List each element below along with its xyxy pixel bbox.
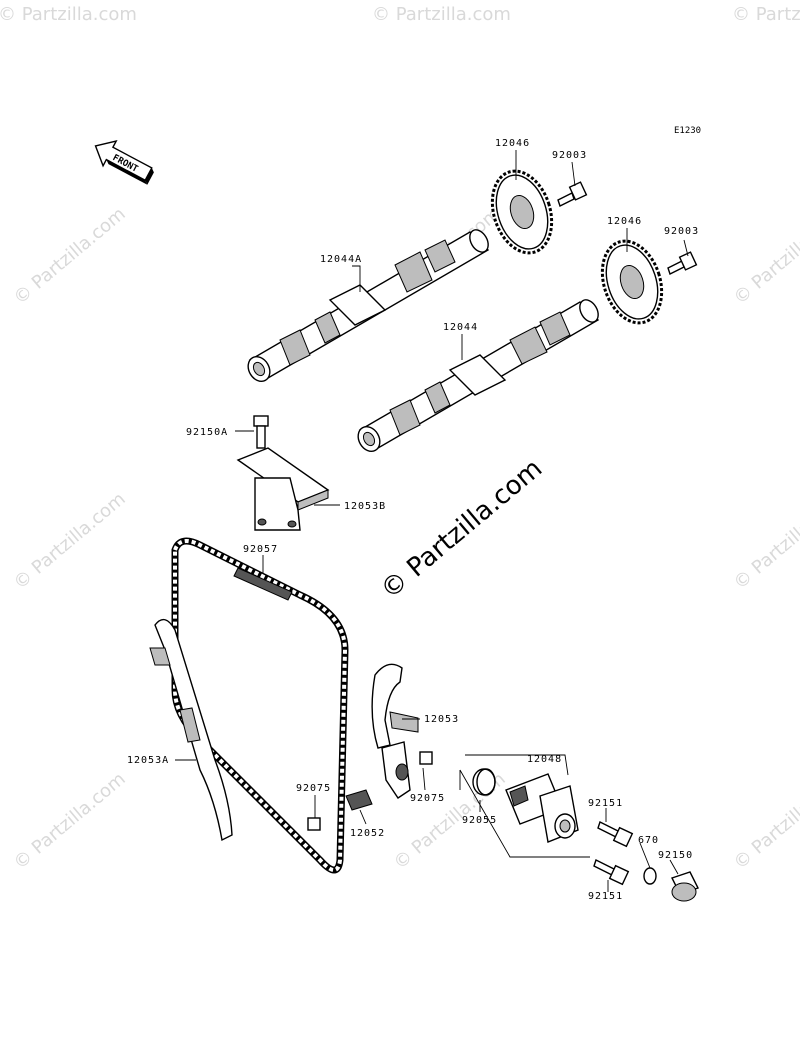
- watermark-text: © Partzilla.com: [10, 488, 130, 593]
- bolt-92151-a: [597, 821, 634, 848]
- diagram-code: E1230: [674, 126, 701, 136]
- label-12048: 12048: [527, 754, 562, 765]
- cam-sprocket-12046-a: [490, 169, 554, 255]
- label-92057: 92057: [243, 544, 278, 555]
- label-12052: 12052: [350, 828, 385, 839]
- bolt-92003-b: [667, 251, 698, 275]
- camshaft-12044: [357, 299, 600, 453]
- label-12046-a: 12046: [495, 138, 530, 149]
- label-12044a: 12044A: [320, 254, 362, 265]
- damper-92075-b: [419, 751, 433, 765]
- label-92075-b: 92075: [410, 793, 445, 804]
- tensioner-12048: [472, 768, 579, 843]
- leader-lines: [175, 150, 689, 892]
- o-ring-92055: [476, 768, 496, 796]
- label-92150: 92150: [658, 850, 693, 861]
- label-12053b: 12053B: [344, 501, 386, 512]
- chain-guide-12053: [371, 663, 419, 749]
- label-12044: 12044: [443, 322, 478, 333]
- label-12053: 12053: [424, 714, 459, 725]
- chain-guide-12053a: [149, 618, 233, 842]
- label-92151-b: 92151: [588, 891, 623, 902]
- washer-670: [643, 867, 657, 885]
- front-arrow-icon: FRONT: [94, 140, 154, 185]
- cam-sprocket-12046-b: [600, 239, 664, 325]
- bolt-92003-a: [557, 181, 588, 207]
- label-92075-a: 92075: [296, 783, 331, 794]
- center-watermark: © Partzilla.com: [375, 453, 548, 605]
- watermark-text: © Partzilla.com: [730, 768, 800, 873]
- chain-guide-12053b: [236, 447, 330, 531]
- watermark-text: © Partzilla.com: [730, 203, 800, 308]
- label-12053a: 12053A: [127, 755, 169, 766]
- label-92003-b: 92003: [664, 226, 699, 237]
- label-92003-a: 92003: [552, 150, 587, 161]
- watermark-text: © Partzilla.com: [0, 4, 137, 25]
- camshaft-12044a: [247, 229, 490, 383]
- label-12046-b: 12046: [607, 216, 642, 227]
- bolt-92151-b: [593, 859, 630, 886]
- watermark-text: © Partzilla.com: [372, 4, 511, 25]
- label-92055: 92055: [462, 815, 497, 826]
- bolt-92150a: [253, 415, 269, 449]
- part-labels: 12046 92003 12046 92003 12044A 12044 921…: [127, 138, 699, 902]
- label-92150a: 92150A: [186, 427, 228, 438]
- label-670: 670: [638, 835, 659, 846]
- damper-92075-a: [307, 817, 321, 831]
- watermark-text: © Partzilla.com: [10, 768, 130, 873]
- watermark-text: © Partzilla.com: [10, 203, 130, 308]
- tensioner-arm-12052: [345, 741, 411, 811]
- label-92151-a: 92151: [588, 798, 623, 809]
- watermark-text: © Partzilla.com: [732, 4, 800, 25]
- watermark-text: © Partzilla.com: [730, 488, 800, 593]
- plug-92150: [671, 871, 699, 902]
